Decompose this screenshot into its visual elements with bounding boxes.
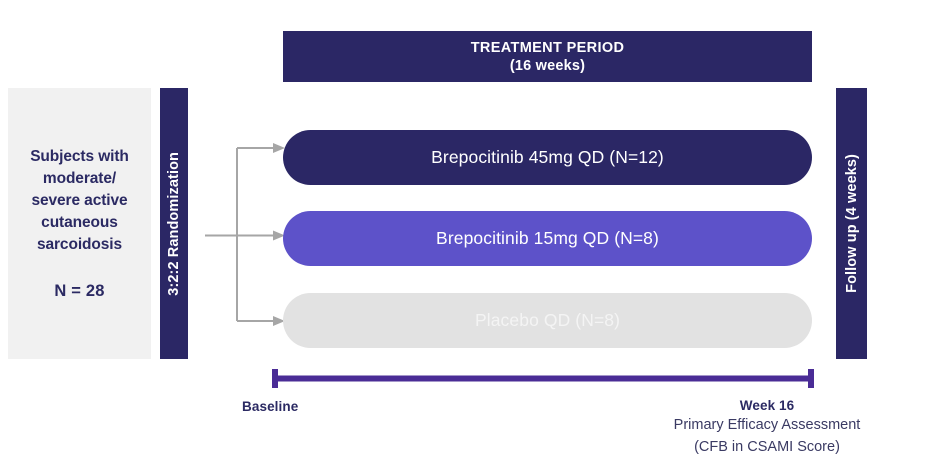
treatment-arm-brepocitinib-15mg[interactable]: Brepocitinib 15mg QD (N=8)	[283, 211, 812, 266]
timeline-week16-label: Week 16	[739, 398, 795, 413]
followup-label: Follow up (4 weeks)	[843, 154, 860, 293]
treatment-arm-label: Placebo QD (N=8)	[474, 310, 621, 330]
primary-endpoint-description: Primary Efficacy Assessment (CFB in CSAM…	[612, 415, 922, 459]
randomization-arrows	[205, 143, 285, 326]
timeline-endpoint-block: Week 16 Primary Efficacy Assessment (CFB…	[612, 398, 922, 459]
enrollment-panel: Subjects with moderate/ severe active cu…	[8, 88, 151, 359]
treatment-period-duration: (16 weeks)	[509, 57, 586, 74]
treatment-period-title: TREATMENT PERIOD	[470, 39, 625, 56]
population-line-5: sarcoidosis	[36, 236, 123, 253]
population-line-1: Subjects with	[30, 148, 129, 165]
population-line-4: cutaneous	[41, 214, 118, 231]
primary-endpoint-line-2: (CFB in CSAMI Score)	[694, 438, 840, 455]
population-line-2: moderate/	[42, 170, 117, 187]
randomization-bar: 3:2:2 Randomization	[160, 88, 188, 359]
treatment-period-header: TREATMENT PERIOD (16 weeks)	[283, 31, 812, 82]
treatment-arm-placebo[interactable]: Placebo QD (N=8)	[283, 293, 812, 348]
enrollment-sample-size: N = 28	[54, 282, 105, 300]
study-timeline	[272, 369, 814, 388]
treatment-arm-brepocitinib-45mg[interactable]: Brepocitinib 45mg QD (N=12)	[283, 130, 812, 185]
randomization-label: 3:2:2 Randomization	[166, 151, 182, 296]
treatment-arm-label: Brepocitinib 15mg QD (N=8)	[436, 228, 659, 248]
followup-bar: Follow up (4 weeks)	[836, 88, 867, 359]
population-line-3: severe active	[31, 192, 128, 209]
timeline-baseline-label: Baseline	[242, 399, 299, 414]
treatment-arm-label: Brepocitinib 45mg QD (N=12)	[431, 147, 664, 167]
population-description: Subjects with moderate/ severe active cu…	[30, 146, 129, 256]
primary-endpoint-line-1: Primary Efficacy Assessment	[673, 417, 861, 433]
